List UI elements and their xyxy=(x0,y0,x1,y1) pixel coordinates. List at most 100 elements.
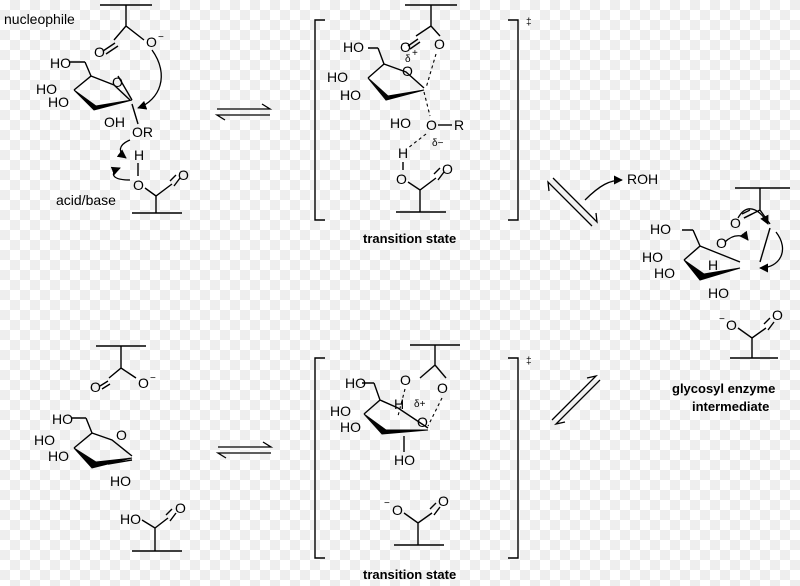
glycal-complex: O O − O HO HO HO HO HO O xyxy=(34,345,186,552)
ts2-base-oxygen: O xyxy=(392,502,403,518)
ts2-ho-2: HO xyxy=(394,452,415,468)
ts1-carboxylate-bonds xyxy=(405,4,457,37)
ts2-carboxylate-bonds xyxy=(410,344,460,379)
ts1-ring-bonds xyxy=(367,47,425,89)
ho-3: HO xyxy=(48,94,69,110)
ts1-delta: δ xyxy=(405,54,411,65)
oh-2: OH xyxy=(104,114,125,130)
gei-ho-6: HO xyxy=(650,221,671,237)
anomeric-bond xyxy=(131,103,139,125)
ts2-ring-wedge xyxy=(363,413,429,435)
reverse-half-arrow-2 xyxy=(215,452,271,459)
glycal-ho-6: HO xyxy=(52,411,73,427)
bracket-right-2 xyxy=(508,357,519,559)
gei-ring-wedge xyxy=(683,259,741,281)
acid-carbonyl-oxygen: O xyxy=(178,167,189,183)
forward-diagonal-arrow-2 xyxy=(551,374,599,421)
ts2-base-bonds xyxy=(394,502,444,546)
transition-state-2: ‡ O O O H δ+ HO HO HO HO − O O transitio… xyxy=(314,344,532,582)
bracket-right xyxy=(508,19,519,221)
ts2-oxygen-a: O xyxy=(400,372,411,388)
ts2-hydrogen: H xyxy=(394,396,404,412)
ts1-carbonyl-oxygen: O xyxy=(400,39,411,55)
ts2-base-carbonyl-oxygen: O xyxy=(438,493,449,509)
gei-base-carbonyl-oxygen: O xyxy=(772,307,783,323)
bl-carboxylate-oxygen: O xyxy=(138,375,149,391)
intermediate-label: intermediate xyxy=(692,399,769,414)
reverse-diagonal-arrow xyxy=(547,180,593,227)
reverse-half-arrow xyxy=(214,114,270,121)
ts2-ho-6: HO xyxy=(345,375,366,391)
roh-release-arrow xyxy=(584,175,623,201)
gei-carbonyl-oxygen: O xyxy=(730,215,741,231)
gei-base-oxygen: O xyxy=(726,317,737,333)
gei-base-charge: − xyxy=(719,314,725,325)
ts1-acid-oxygen: O xyxy=(396,171,407,187)
ts1-delta-minus: δ− xyxy=(432,138,444,149)
ts1-ring-wedge xyxy=(367,77,425,101)
anomeric-or: OR xyxy=(132,124,153,140)
acid-oxygen: O xyxy=(133,177,144,193)
equilibrium-arrow-2: ROH xyxy=(547,171,658,227)
glycosyl-enzyme-label: glycosyl enzyme xyxy=(672,381,775,396)
glycal-ring-oxygen: O xyxy=(116,427,127,443)
transition-state-label-1: transition state xyxy=(363,231,456,246)
ts1-partial-bond-leaving xyxy=(423,91,431,117)
ts1-nucleophile-oxygen: O xyxy=(434,36,445,52)
ts1-acid-bonds xyxy=(396,167,446,213)
ts1-leaving-oxygen: O xyxy=(426,117,437,133)
ring-oxygen: O xyxy=(112,74,123,90)
bl-acid-ho: HO xyxy=(120,511,141,527)
glycal-ring-bonds xyxy=(72,417,133,457)
gei-ester-bond xyxy=(759,227,771,263)
nucleophilic-attack-arrow xyxy=(137,49,162,110)
carbonyl-double-bond xyxy=(102,42,119,55)
ho-4: HO xyxy=(36,81,57,97)
bracket-left-2 xyxy=(314,357,325,559)
proton-transfer-arrow xyxy=(116,139,131,159)
gei-carboxylate-bonds xyxy=(735,187,790,225)
reverse-diagonal-arrow-2 xyxy=(553,379,601,426)
bracket-left xyxy=(314,19,325,221)
equilibrium-arrow-3 xyxy=(551,374,601,426)
ts2-ring-oxygen: O xyxy=(417,414,428,430)
charge-minus: − xyxy=(158,32,164,43)
roh-label: ROH xyxy=(627,171,658,187)
ts1-ho-4: HO xyxy=(327,69,348,85)
nucleophile-oxygen: O xyxy=(146,34,157,50)
forward-diagonal-arrow xyxy=(552,177,598,224)
ts1-r-group: R xyxy=(454,117,464,133)
ring-wedge xyxy=(73,89,133,111)
bl-carbonyl-oxygen: O xyxy=(90,379,101,395)
carbonyl-oxygen: O xyxy=(94,44,105,60)
equilibrium-arrow-1 xyxy=(214,103,273,121)
ts2-base-charge: − xyxy=(384,498,390,509)
bl-carbonyl-double xyxy=(99,380,111,390)
glycal-ring-wedge xyxy=(73,447,133,469)
gei-ho-2: HO xyxy=(708,285,729,301)
acid-base-bonds xyxy=(132,174,182,214)
glycal-ho-3: HO xyxy=(48,448,69,464)
glucose-ring-bonds xyxy=(70,61,133,101)
ts1-plus: + xyxy=(412,48,418,59)
gei-ring-arrow xyxy=(724,230,749,243)
ts2-oxygen-b: O xyxy=(437,380,448,396)
ts2-delta-plus: δ+ xyxy=(414,399,426,410)
ts1-partial-bond-nucleophile xyxy=(425,53,437,89)
glycal-ho-4: HO xyxy=(34,432,55,448)
forward-half-arrow-2 xyxy=(218,441,274,448)
gei-attack-arrow xyxy=(759,231,784,273)
ts2-ho-3: HO xyxy=(340,419,361,435)
gei-ring-oxygen: O xyxy=(716,235,727,251)
ts1-ho-3: HO xyxy=(340,87,361,103)
bl-acid-bonds xyxy=(132,508,182,552)
acid-base-label: acid/base xyxy=(56,192,116,208)
gei-carbonyl-double xyxy=(741,209,753,219)
glycosyl-enzyme-intermediate: O O H HO HO HO HO − O O glycosyl enzyme … xyxy=(642,187,790,414)
bl-charge-minus: − xyxy=(150,373,156,384)
substrate-complex: nucleophile O O − O HO HO HO OH OR H O O… xyxy=(4,4,189,214)
dagger: ‡ xyxy=(526,17,532,28)
nucleophile-carboxylate-bonds xyxy=(100,4,152,41)
ts1-ho-2: HO xyxy=(390,115,411,131)
